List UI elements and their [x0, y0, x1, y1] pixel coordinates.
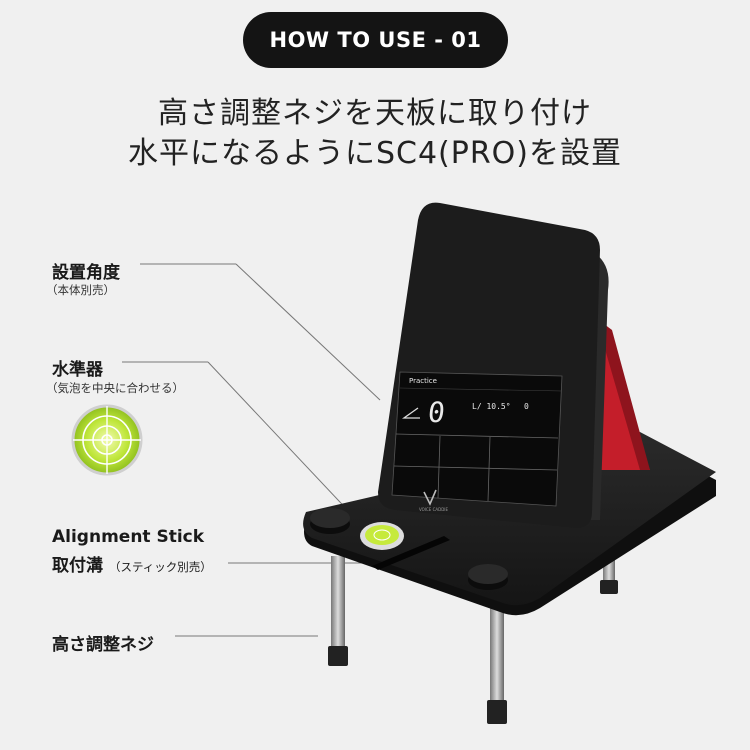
level-leader-line-2 [207, 361, 356, 519]
alignment-stick-groove [372, 536, 450, 570]
device-screen [391, 371, 563, 507]
knob-front-left [310, 508, 350, 534]
stick-callout-title-2: 取付溝 （スティック別売） [52, 551, 212, 576]
level-callout-title: 水準器 [52, 360, 103, 380]
stick-callout-sub: （スティック別売） [109, 560, 212, 574]
plate-bubble-level [360, 522, 404, 550]
screen-big-digit: 0 [426, 396, 447, 429]
stick-groove-label: 取付溝 [52, 556, 103, 576]
screen-readout: L/ 10.5° [472, 402, 511, 411]
knob-front-right [468, 564, 508, 590]
angle-callout-title: 設置角度 [52, 263, 120, 283]
launch-monitor-device [378, 202, 600, 528]
headline-line-2: 水平になるようにSC4(PRO)を設置 [127, 136, 623, 171]
brand-logo-icon [423, 489, 437, 506]
angle-callout-sub: （本体別売） [46, 283, 115, 297]
how-to-use-badge: HOW TO USE - 01 [243, 12, 508, 68]
screw-callout-title: 高さ調整ネジ [52, 635, 154, 655]
stick-callout-title: Alignment Stick [52, 527, 205, 547]
screen-count: 0 [524, 402, 529, 411]
level-callout-sub: （気泡を中央に合わせる） [46, 381, 184, 395]
headline-line-1: 高さ調整ネジを天板に取り付け [158, 96, 592, 131]
screen-mode-label: Practice [409, 377, 437, 385]
level-bubble-icon [71, 404, 143, 476]
angle-leader-line-2 [235, 263, 381, 401]
brand-text: VOICE CADDIE [419, 507, 448, 512]
